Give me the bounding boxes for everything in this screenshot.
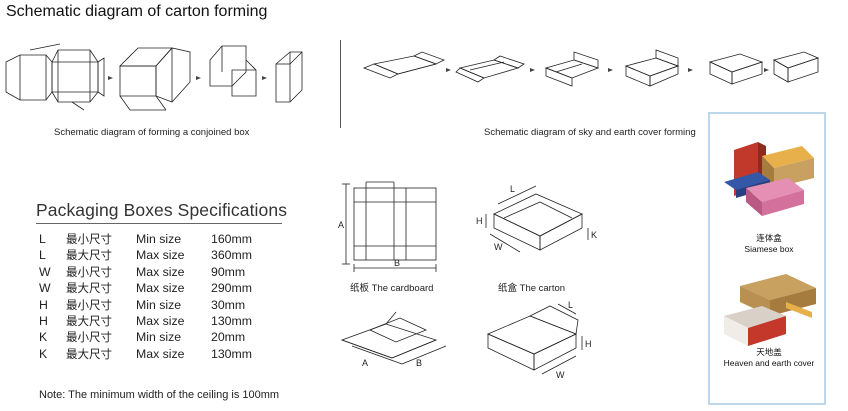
specs-heading-rule xyxy=(36,223,282,224)
sky-earth-forming-diagram xyxy=(362,49,820,87)
cardboard-persp-label-b: B xyxy=(416,358,422,368)
carton-persp-label-h: H xyxy=(585,339,592,349)
section-divider xyxy=(340,40,341,128)
spec-kind: Max size xyxy=(136,346,185,361)
cardboard-label-a: A xyxy=(338,220,344,230)
heaven-earth-box-photo xyxy=(724,274,816,346)
product-photo-panel: 连体盒 Siamese box 天地盖 Heaven and earth cov… xyxy=(708,112,826,405)
spec-dimension: W xyxy=(39,281,51,296)
spec-value: 360mm xyxy=(211,248,253,263)
partially-folded-drawing xyxy=(119,47,191,111)
spec-chinese-label: 最大尺寸 xyxy=(66,248,112,263)
spec-kind: Max size xyxy=(136,248,185,263)
spec-kind: Max size xyxy=(136,314,185,329)
spec-dimension: W xyxy=(39,264,51,279)
spec-chinese-label: 最小尺寸 xyxy=(66,330,112,345)
spec-row: L 最大尺寸 Max size 360mm xyxy=(39,247,252,263)
closed-box-drawing xyxy=(275,51,303,103)
spec-dimension: K xyxy=(39,346,48,361)
spec-dimension: H xyxy=(39,314,48,329)
carton-perspective-drawing: L H W xyxy=(486,300,592,380)
carton-label-k: K xyxy=(591,230,597,240)
spec-kind: Min size xyxy=(136,232,182,246)
spec-kind: Min size xyxy=(136,330,182,345)
spec-chinese-label: 最小尺寸 xyxy=(66,297,112,312)
carton-label-h: H xyxy=(476,216,483,226)
spec-dimension: H xyxy=(39,297,48,312)
spec-row: W 最小尺寸 Max size 90mm xyxy=(39,264,252,280)
spec-kind: Max size xyxy=(136,264,185,279)
lid-formed-drawing xyxy=(708,53,764,85)
spec-kind: Max size xyxy=(136,281,185,296)
nearly-closed-drawing xyxy=(209,45,257,97)
flat-blank-drawing xyxy=(5,43,105,111)
spec-row: W 最大尺寸 Max size 290mm xyxy=(39,280,252,296)
cardboard-persp-label-a: A xyxy=(362,358,368,368)
spec-value: 30mm xyxy=(211,297,246,312)
lid-flat-drawing xyxy=(362,51,446,79)
spec-value: 160mm xyxy=(211,232,253,246)
lid-finished-drawing xyxy=(772,51,820,83)
spec-dimension: L xyxy=(39,248,46,263)
siamese-label-en: Siamese box xyxy=(744,244,794,254)
cardboard-perspective-drawing: A B xyxy=(340,311,447,368)
spec-row: H 最小尺寸 Min size 30mm xyxy=(39,297,252,313)
specs-heading: Packaging Boxes Specifications xyxy=(36,200,288,220)
spec-chinese-label: 最大尺寸 xyxy=(66,314,112,329)
specs-note: Note: The minimum width of the ceiling i… xyxy=(39,389,280,401)
cardboard-label-b: B xyxy=(394,258,400,268)
carton-label-l: L xyxy=(510,184,515,194)
carton-persp-label-l: L xyxy=(568,300,573,310)
spec-dimension: L xyxy=(39,232,46,246)
conjoined-caption: Schematic diagram of forming a conjoined… xyxy=(54,127,250,138)
spec-dimension: K xyxy=(39,330,48,345)
sky-earth-caption: Schematic diagram of sky and earth cover… xyxy=(484,127,696,138)
spec-chinese-label: 最小尺寸 xyxy=(66,264,112,279)
carton-caption: 纸盒 The carton xyxy=(498,283,566,294)
siamese-label-cn: 连体盒 xyxy=(756,233,782,243)
spec-value: 130mm xyxy=(211,346,253,361)
spec-row: L 最小尺寸 Min size 160mm xyxy=(39,231,252,247)
cardboard-drawing: A B xyxy=(338,181,437,272)
spec-kind: Min size xyxy=(136,297,182,312)
spec-row: H 最大尺寸 Max size 130mm xyxy=(39,313,252,329)
spec-value: 90mm xyxy=(211,264,246,279)
carton-drawing: L H K W xyxy=(476,184,597,253)
spec-chinese-label: 最大尺寸 xyxy=(66,281,112,296)
carton-label-w: W xyxy=(494,242,503,252)
spec-row: K 最大尺寸 Max size 130mm xyxy=(39,346,252,362)
spec-row: K 最小尺寸 Min size 20mm xyxy=(39,329,252,345)
page-title: Schematic diagram of carton forming xyxy=(6,3,268,20)
lid-folding-drawing xyxy=(624,49,680,87)
lid-scored-drawing xyxy=(455,55,525,83)
lid-half-folded-drawing xyxy=(544,51,600,87)
spec-value: 20mm xyxy=(211,330,246,345)
carton-persp-label-w: W xyxy=(556,370,565,380)
spec-chinese-label: 最大尺寸 xyxy=(66,346,112,361)
spec-value: 130mm xyxy=(211,314,253,329)
cardboard-caption: 纸板 The cardboard xyxy=(350,283,434,294)
spec-value: 290mm xyxy=(211,281,253,296)
heaven-label-cn: 天地盖 xyxy=(756,347,782,357)
spec-chinese-label: 最小尺寸 xyxy=(66,232,112,246)
conjoined-forming-diagram xyxy=(5,43,303,111)
heaven-label-en: Heaven and earth cover xyxy=(723,358,815,368)
siamese-box-photo xyxy=(724,142,814,216)
